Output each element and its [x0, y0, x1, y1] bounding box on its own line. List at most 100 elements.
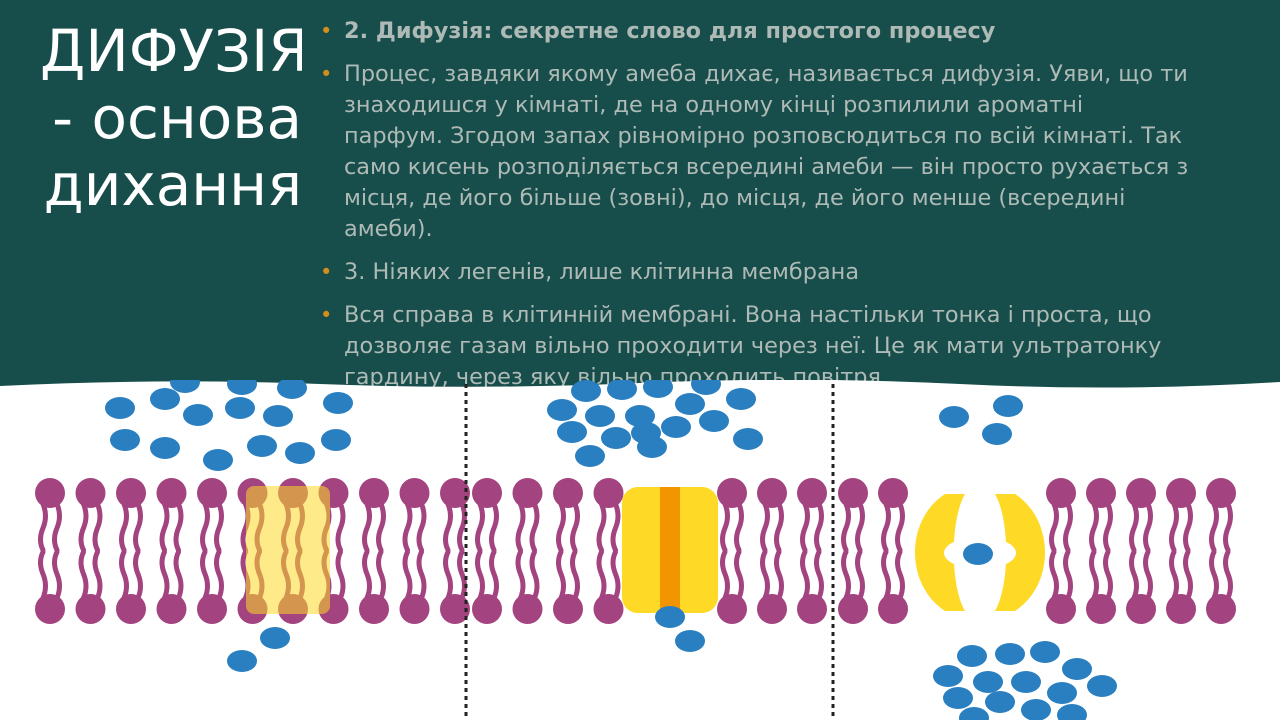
gas-molecule — [933, 665, 963, 687]
phospholipid-head — [1126, 478, 1156, 508]
phospholipid-tail — [841, 501, 851, 553]
phospholipid-tail — [556, 549, 566, 601]
phospholipid-head — [1046, 478, 1076, 508]
phospholipid-bilayer — [35, 478, 1236, 624]
phospholipid-tail — [335, 501, 346, 553]
bullet-item: • Процес, завдяки якому амеба дихає, наз… — [320, 59, 1248, 245]
phospholipid-tail — [720, 549, 730, 601]
phospholipid-tail — [1063, 549, 1073, 601]
phospholipid-tail — [529, 501, 540, 553]
phospholipid-tail — [52, 501, 62, 553]
bullet-line: дозволяє газам вільно проходити через не… — [344, 333, 1162, 359]
bullet-dot-icon: • — [320, 62, 333, 86]
phospholipid-tail — [610, 501, 621, 553]
title-band: ДИФУЗІЯ - основа дихання • 2. Дифузія: с… — [0, 0, 1280, 400]
gas-molecules — [105, 380, 1117, 720]
phospholipid-tail — [529, 549, 540, 601]
phospholipid-tail — [1103, 501, 1113, 553]
phospholipid-tail — [1169, 549, 1179, 601]
gas-molecule — [973, 671, 1003, 693]
phospholipid-head — [1166, 594, 1196, 624]
phospholipid-head — [359, 594, 389, 624]
gas-molecule — [661, 416, 691, 438]
bullet-item: • Вся справа в клітинній мембрані. Вона … — [320, 300, 1248, 393]
gas-molecule — [227, 650, 257, 672]
phospholipid-tail — [1143, 501, 1153, 553]
gas-molecule — [170, 380, 200, 393]
phospholipid-tail — [443, 501, 453, 553]
title-line: - основа — [52, 85, 302, 152]
phospholipid-tail — [774, 501, 784, 553]
bullet-line: знаходишся у кімнаті, де на одному кінці… — [344, 92, 1084, 118]
phospholipid-tail — [1103, 549, 1113, 601]
phospholipid-head — [156, 594, 187, 624]
title-line: ДИФУЗІЯ — [40, 18, 302, 85]
phospholipid-tail — [133, 549, 143, 601]
phospholipid-tail — [1169, 501, 1179, 553]
gas-molecule — [675, 393, 705, 415]
gas-molecule — [260, 627, 290, 649]
phospholipid-tail — [596, 501, 607, 553]
phospholipid-tail — [760, 549, 770, 601]
gas-molecule — [726, 388, 756, 410]
phospholipid-head — [116, 594, 146, 624]
phospholipid-head — [838, 594, 868, 624]
membrane-transport-illustration — [0, 380, 1280, 720]
phospholipid-head — [1166, 478, 1196, 508]
phospholipid-tail — [720, 501, 730, 553]
phospholipid-head — [1086, 594, 1116, 624]
bullet-heading: 2. Дифузія: секретне слово для простого … — [344, 18, 996, 44]
phospholipid-tail — [881, 549, 891, 601]
membrane-proteins — [246, 486, 1045, 614]
gas-molecule — [571, 380, 601, 402]
gas-molecule — [585, 405, 615, 427]
phospholipid-tail — [402, 501, 413, 553]
bullet-line: амеби). — [344, 216, 433, 242]
bullet-heading: 3. Ніяких легенів, лише клітинна мембран… — [344, 259, 860, 285]
phospholipid-tail — [78, 549, 89, 601]
phospholipid-tail — [1223, 501, 1233, 553]
bullet-item: • 3. Ніяких легенів, лише клітинна мембр… — [320, 257, 1248, 288]
gas-molecule — [1057, 704, 1087, 720]
phospholipid-head — [197, 594, 227, 624]
gas-molecule — [557, 421, 587, 443]
phospholipid-tail — [159, 549, 170, 601]
phospholipid-tail — [335, 549, 346, 601]
gas-molecule — [105, 397, 135, 419]
phospholipid-head — [440, 478, 470, 508]
phospholipid-head — [35, 594, 65, 624]
phospholipid-tail — [475, 549, 485, 601]
phospholipid-tail — [200, 501, 210, 553]
phospholipid-tail — [515, 549, 526, 601]
gas-molecule — [601, 427, 631, 449]
phospholipid-head — [1206, 594, 1236, 624]
gas-molecule — [675, 630, 705, 652]
gas-molecule — [1021, 699, 1051, 720]
phospholipid-head — [878, 594, 908, 624]
phospholipid-tail — [610, 549, 621, 601]
phospholipid-head — [838, 478, 868, 508]
phospholipid-head — [472, 478, 502, 508]
bullet-item: • 2. Дифузія: секретне слово для простог… — [320, 16, 1248, 47]
gas-molecule — [959, 707, 989, 720]
gas-molecule — [993, 395, 1023, 417]
phospholipid-tail — [362, 501, 372, 553]
phospholipid-head — [593, 594, 624, 624]
carrier-protein-left — [915, 494, 965, 611]
phospholipid-tail — [52, 549, 62, 601]
phospholipid-head — [553, 594, 583, 624]
phospholipid-head — [717, 594, 747, 624]
phospholipid-tail — [416, 501, 427, 553]
gas-molecule — [625, 405, 655, 427]
gas-molecule — [637, 436, 667, 458]
phospholipid-head — [717, 478, 747, 508]
gas-molecule — [982, 423, 1012, 445]
phospholipid-tail — [855, 501, 865, 553]
phospholipid-tail — [556, 501, 566, 553]
phospholipid-head — [757, 594, 787, 624]
phospholipid-tail — [1183, 549, 1193, 601]
phospholipid-head — [1126, 594, 1156, 624]
phospholipid-head — [512, 594, 543, 624]
phospholipid-tail — [1209, 549, 1219, 601]
phospholipid-tail — [416, 549, 427, 601]
